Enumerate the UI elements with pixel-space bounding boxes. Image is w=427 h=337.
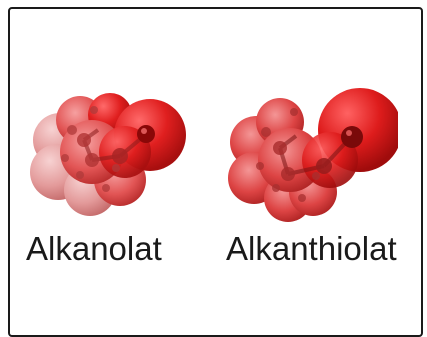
alkanethiolate-label: Alkanthiolat [226,230,397,267]
alkanolate-molecule-image [20,80,200,230]
alkanolate-label: Alkanolat [26,230,162,267]
alkanethiolate-molecule-image [218,80,398,230]
